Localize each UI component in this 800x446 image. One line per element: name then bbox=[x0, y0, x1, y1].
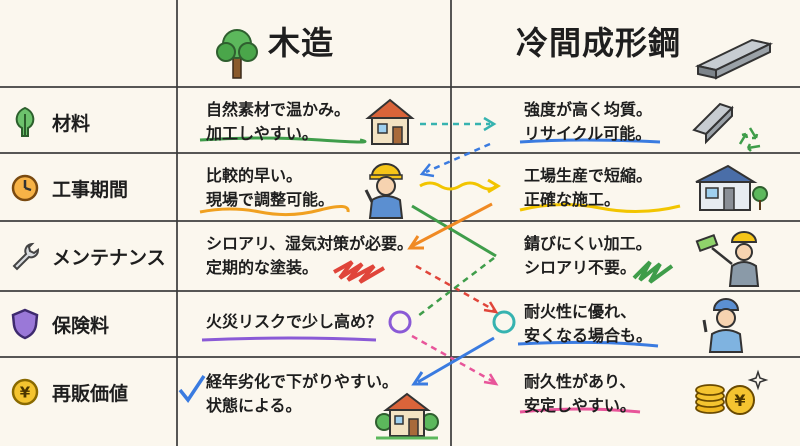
connector-arrow bbox=[417, 257, 495, 317]
check-mark-icon bbox=[178, 375, 206, 403]
row-divider bbox=[0, 356, 800, 358]
worker-icon bbox=[698, 294, 754, 356]
steel-underline-material bbox=[519, 138, 661, 144]
clock-icon bbox=[8, 171, 42, 205]
svg-text:¥: ¥ bbox=[734, 391, 745, 410]
wrench-icon bbox=[8, 239, 42, 273]
header-divider bbox=[0, 86, 800, 88]
wood-underline-material bbox=[199, 136, 367, 144]
tree-icon bbox=[8, 105, 42, 139]
row-label-text: 工事期間 bbox=[52, 178, 129, 201]
steel-cell-maintenance: 錆びにくい加工。 シロアリ不要。 bbox=[524, 234, 652, 277]
connector-arrow bbox=[411, 204, 497, 258]
row-label-text: 材料 bbox=[52, 112, 91, 135]
row-label-text: メンテナンス bbox=[52, 246, 166, 269]
wood-underline-insurance bbox=[201, 336, 377, 342]
recycle-icon bbox=[734, 124, 766, 158]
svg-text:¥: ¥ bbox=[20, 384, 31, 402]
steel-cell-material: 強度が高く均質。 リサイクル可能。 bbox=[524, 100, 653, 143]
wood-cell-resale: 経年劣化で下がりやすい。 状態による。 bbox=[206, 372, 399, 415]
row-label-construction-period: 工事期間 bbox=[8, 158, 128, 218]
steel-scribble-maintenance bbox=[632, 260, 674, 284]
steel-column-title: 冷間成形鋼 bbox=[516, 24, 682, 62]
steel-underline-insurance bbox=[517, 340, 659, 348]
row-label-insurance: 保険料 bbox=[8, 294, 109, 354]
modern-house-icon bbox=[690, 160, 768, 218]
row-label-text: 再販価値 bbox=[52, 382, 129, 405]
row-label-text: 保険料 bbox=[52, 314, 110, 337]
row-label-resale-value: ¥ 再販価値 bbox=[8, 362, 128, 422]
wood-cell-material: 自然素材で温かみ。 加工しやすい。 bbox=[206, 100, 351, 143]
shield-icon bbox=[8, 307, 42, 341]
tree-icon bbox=[214, 26, 260, 84]
house-icon bbox=[364, 96, 416, 150]
column-divider bbox=[176, 0, 178, 446]
connector-arrow bbox=[417, 336, 495, 384]
connector-arrow bbox=[411, 334, 495, 384]
connector-arrow bbox=[425, 142, 491, 174]
steel-circle-insurance bbox=[492, 310, 516, 334]
row-divider bbox=[0, 220, 800, 222]
steel-underline-resale bbox=[519, 407, 641, 414]
steel-underline-period bbox=[519, 202, 681, 214]
steel-beam-icon bbox=[690, 96, 738, 146]
painter-worker-icon bbox=[695, 230, 764, 290]
yen-coins-icon: ¥ bbox=[690, 366, 769, 422]
row-label-maintenance: メンテナンス bbox=[8, 226, 166, 286]
wood-cell-period: 比較的早い。 現場で調整可能。 bbox=[206, 166, 335, 209]
house-icon bbox=[375, 388, 439, 446]
steel-cell-resale: 耐久性があり、 安定しやすい。 bbox=[524, 372, 636, 415]
connector-arrow bbox=[411, 202, 493, 248]
row-divider bbox=[0, 290, 800, 292]
row-divider bbox=[0, 152, 800, 154]
steel-cell-period: 工場生産で短縮。 正確な施工。 bbox=[524, 166, 653, 209]
connector-wave bbox=[419, 181, 498, 191]
wood-column-title: 木造 bbox=[268, 24, 335, 62]
wood-underline-period bbox=[199, 205, 350, 217]
steel-beam-icon bbox=[694, 28, 776, 82]
wood-circle-insurance bbox=[388, 310, 412, 334]
wood-cell-maintenance: シロアリ、湿気対策が必要。 定期的な塗装。 bbox=[206, 234, 414, 277]
yen-coin-icon: ¥ bbox=[8, 375, 42, 409]
wood-scribble-maintenance bbox=[333, 260, 386, 284]
column-divider bbox=[450, 0, 452, 446]
wood-cell-insurance: 火災リスクで少し高め？ bbox=[206, 312, 383, 331]
worker-icon bbox=[362, 160, 412, 222]
steel-cell-insurance: 耐火性に優れ、 安くなる場合も。 bbox=[524, 302, 653, 345]
row-label-material: 材料 bbox=[8, 92, 90, 152]
